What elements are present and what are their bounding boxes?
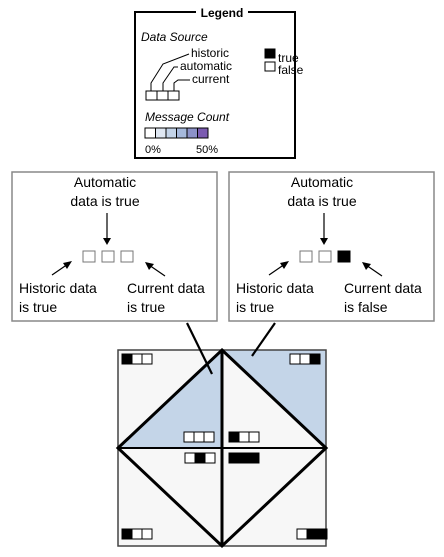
glyph-cell <box>184 452 196 464</box>
glyph-cell <box>228 431 240 443</box>
glyph-cell <box>204 452 216 464</box>
scale-swatch <box>155 127 167 139</box>
example-frame-right <box>228 171 435 322</box>
false-key-label: false <box>278 63 304 77</box>
right-historic-label-line1: Historic data <box>236 280 314 296</box>
legend: Legend Data Source historic automatic cu… <box>134 5 304 159</box>
source-label-historic: historic <box>191 46 229 60</box>
glyph-cell <box>299 353 311 365</box>
glyph-cell <box>296 528 308 540</box>
left-arrow-current <box>148 264 166 277</box>
glyph-cell <box>238 452 250 464</box>
glyph-cell <box>131 528 143 540</box>
scale-swatch <box>144 127 156 139</box>
left-historic-label-line2: is true <box>19 299 57 315</box>
callout-line-right <box>251 322 276 357</box>
glyph-cell <box>121 528 133 540</box>
glyph-cell <box>141 353 153 365</box>
scale-swatch <box>197 127 209 139</box>
source-label-current: current <box>192 72 230 86</box>
glyph-cell <box>306 528 318 540</box>
scale-swatch <box>165 127 177 139</box>
main-diagram <box>115 322 329 549</box>
glyph-cell <box>183 431 195 443</box>
indicator-cell <box>101 250 115 263</box>
glyph-cell <box>228 452 240 464</box>
indicator-cell <box>318 250 332 263</box>
left-top-label-line1: Automatic <box>74 174 136 190</box>
message-count-scale <box>144 127 209 139</box>
indicator-cell <box>120 250 134 263</box>
legend-title-backing <box>196 5 248 19</box>
message-count-heading: Message Count <box>145 110 230 124</box>
right-current-label-line2: is false <box>344 299 388 315</box>
left-top-label-line2: data is true <box>70 193 139 209</box>
right-arrow-current <box>365 264 383 277</box>
glyph-cell <box>203 431 215 443</box>
glyph-cell <box>248 431 260 443</box>
data-source-heading: Data Source <box>141 30 208 44</box>
glyph-cell <box>194 452 206 464</box>
source-key-boxes <box>145 90 180 101</box>
glyph-cell <box>289 353 301 365</box>
scale-swatch <box>186 127 198 139</box>
glyph-cell <box>141 528 153 540</box>
right-arrowhead-historic <box>280 261 289 269</box>
right-arrowhead-current <box>362 262 371 270</box>
indicator-right <box>299 250 351 263</box>
glyph-cell <box>121 353 133 365</box>
right-top-label-line2: data is true <box>287 193 356 209</box>
left-historic-label-line1: Historic data <box>19 280 97 296</box>
example-panel-left: Automatic data is true Historic data is … <box>11 171 218 322</box>
source-leader-lines <box>150 53 190 91</box>
glyph-cell <box>131 353 143 365</box>
left-arrowhead-current <box>145 262 154 270</box>
source-label-automatic: automatic <box>180 59 232 73</box>
glyph-cell <box>316 528 328 540</box>
true-key-label: true <box>278 51 299 65</box>
false-swatch <box>264 61 276 72</box>
left-arrowhead-top <box>103 238 111 245</box>
scale-swatch <box>176 127 188 139</box>
scale-min-label: 0% <box>145 144 161 156</box>
right-historic-label-line2: is true <box>236 299 274 315</box>
diagram-indicators <box>121 353 328 540</box>
glyph-cell <box>309 353 321 365</box>
left-current-label-line2: is true <box>127 299 165 315</box>
indicator-cell <box>337 250 351 263</box>
right-top-label-line1: Automatic <box>291 174 353 190</box>
true-swatch <box>264 48 276 59</box>
example-frame-left <box>11 171 218 322</box>
glyph-cell <box>238 431 250 443</box>
indicator-cell <box>299 250 313 263</box>
callout-line-left <box>186 322 213 375</box>
right-current-label-line1: Current data <box>344 280 422 296</box>
left-arrowhead-historic <box>63 261 72 269</box>
right-arrowhead-top <box>320 238 328 245</box>
indicator-cell <box>82 250 96 263</box>
legend-title: Legend <box>201 6 244 20</box>
example-panel-right: Automatic data is true Historic data is … <box>228 171 435 322</box>
glyph-cell <box>193 431 205 443</box>
scale-max-label: 50% <box>196 144 218 156</box>
glyph-cell <box>248 452 260 464</box>
left-current-label-line1: Current data <box>127 280 205 296</box>
indicator-left <box>82 250 134 263</box>
